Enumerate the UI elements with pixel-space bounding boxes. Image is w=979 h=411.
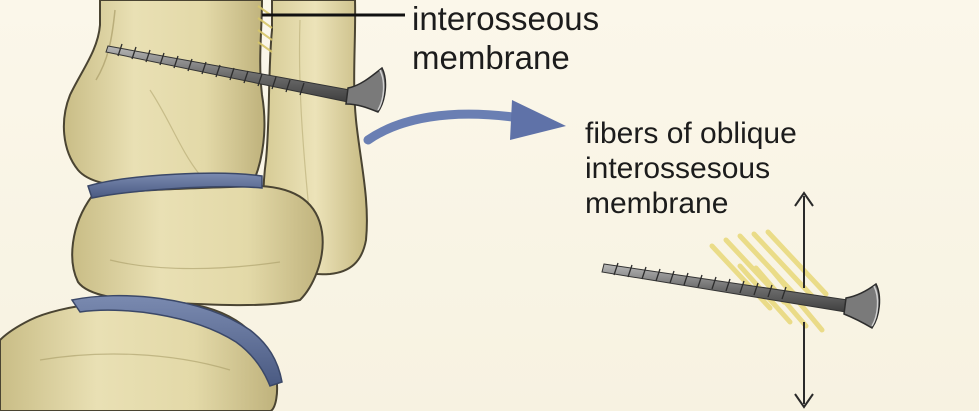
interosseous-label-line1: interosseous [412, 0, 600, 37]
screw-icon [105, 43, 387, 113]
fibers-label-line1: fibers of oblique [585, 117, 797, 150]
interosseous-membrane-label: interosseous membrane [412, 2, 599, 74]
tibia-bone [62, 0, 266, 190]
ankle-ligament-lower [70, 294, 283, 387]
screw-icon [601, 262, 881, 330]
fibers-label-line3: membrane [585, 187, 729, 220]
curved-arrow-right-icon [363, 100, 566, 145]
interosseous-label-line2: membrane [412, 39, 570, 76]
calcaneus-bone [0, 300, 279, 411]
double-vertical-arrow-icon [794, 191, 814, 409]
oblique-fibers-label: fibers of oblique interossesous membrane [585, 119, 797, 219]
ankle-ligament-upper [87, 172, 263, 199]
talus-bone [71, 184, 324, 307]
fibers-label-line2: interossesous [585, 152, 771, 185]
